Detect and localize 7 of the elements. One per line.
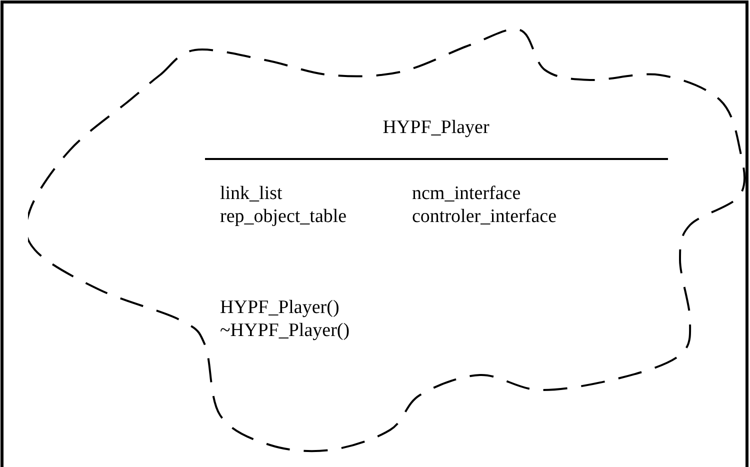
operation-text: HYPF_Player() <box>220 297 340 319</box>
operation-text: ~HYPF_Player() <box>220 320 350 342</box>
class-name: HYPF_Player <box>382 117 490 139</box>
attribute-text: link_list <box>220 183 282 205</box>
attribute-text: ncm_interface <box>412 183 521 205</box>
attribute-text: rep_object_table <box>220 206 347 228</box>
attribute-text: controler_interface <box>412 206 557 228</box>
